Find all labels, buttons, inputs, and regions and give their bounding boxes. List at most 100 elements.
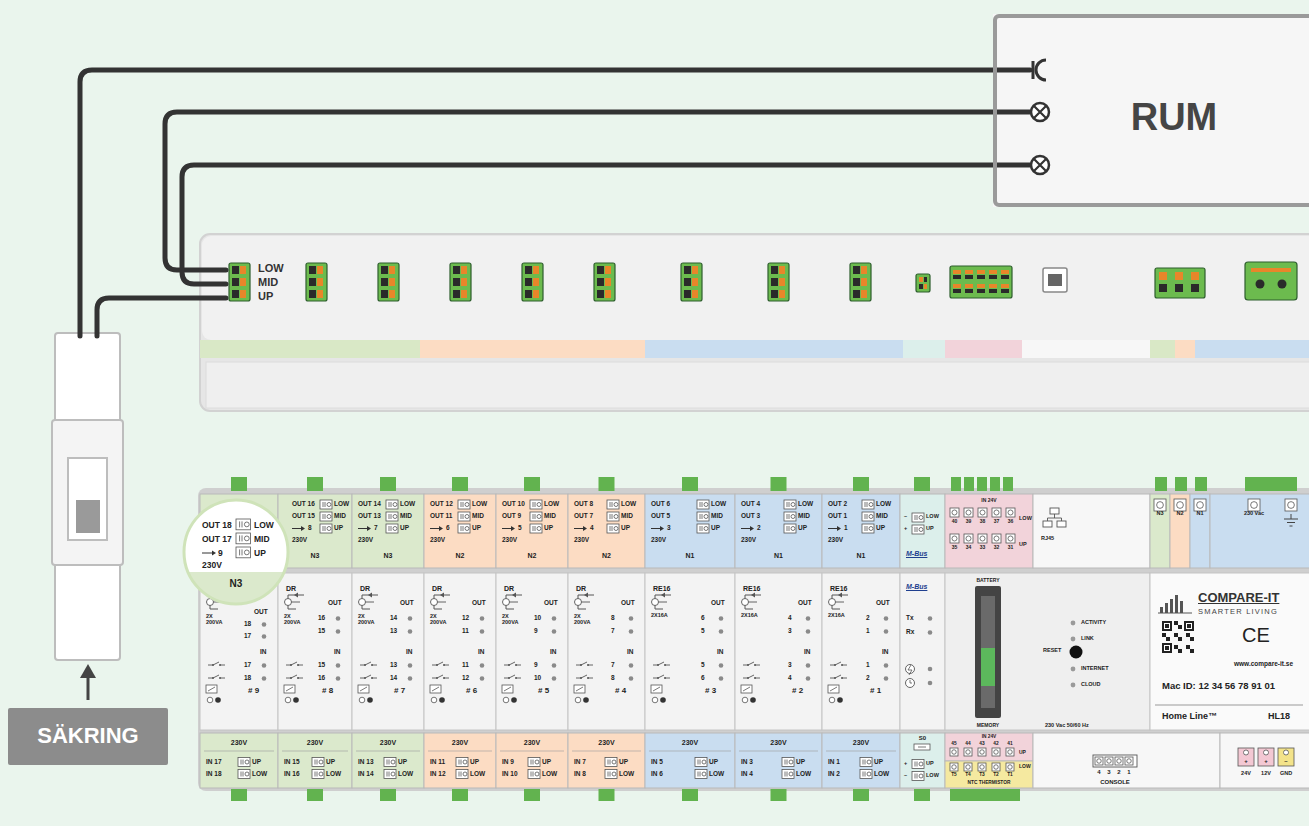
arrow-head <box>212 551 216 556</box>
panel <box>1001 275 1009 279</box>
terminal-hole <box>453 266 460 274</box>
symbol-circle <box>1244 750 1249 755</box>
panel <box>977 284 985 288</box>
top-plug <box>951 477 961 491</box>
symbol-circle <box>754 664 756 666</box>
symbol-line <box>208 687 215 691</box>
cell-label: LOW <box>926 773 939 779</box>
switch-symbol <box>238 770 250 779</box>
cell-label: OUT 12 <box>430 501 453 508</box>
cell-label: IN <box>627 649 634 656</box>
push-terminal <box>916 274 930 292</box>
cell-label: OUT <box>544 600 558 607</box>
reset-button <box>1070 646 1083 659</box>
terminal-cover-top <box>202 236 1309 340</box>
cell-label: CONSOLE <box>1085 779 1145 785</box>
terminal-lever <box>605 278 611 286</box>
input-cell: 230VIN 9UPIN 10LOW <box>496 733 568 788</box>
cell-label: UP <box>926 526 934 532</box>
cell-label: ACTIVITY <box>1081 620 1106 626</box>
led-dot <box>480 676 485 681</box>
symbol-line <box>610 772 611 777</box>
terminal-hole <box>684 290 691 298</box>
cell-label: # 7 <box>394 687 405 695</box>
switch-symbol <box>607 500 619 509</box>
cell-label: CLOUD <box>1081 682 1101 688</box>
symbol-circle <box>1117 759 1121 763</box>
symbol-line <box>325 526 326 531</box>
status-led <box>1071 667 1076 672</box>
symbol-circle <box>1008 536 1013 541</box>
channel-cell: DROUT1092X 200VAIN910# 5 <box>496 573 568 730</box>
terminal-lever <box>389 290 395 298</box>
cell-label: 230V <box>574 537 589 544</box>
terminal-lever <box>533 278 539 286</box>
symbol-circle <box>1097 759 1101 763</box>
terminal-lever <box>317 266 323 274</box>
supply-wire <box>97 298 226 336</box>
cell-label: 230V <box>424 739 496 746</box>
terminal-hole <box>771 278 778 286</box>
cell-label: LOW <box>709 771 724 778</box>
magnified-cell: OUT 18LOWOUT 17MID9UP230VN3 <box>184 500 288 604</box>
terminal-symbol <box>950 748 958 756</box>
cell-label: 37 <box>992 519 1001 524</box>
logo-bar <box>1170 599 1173 613</box>
cell-label: LOW <box>544 501 559 508</box>
cell-label: M-Bus <box>906 550 927 557</box>
input-cell-fill <box>645 733 735 788</box>
top-plug <box>914 477 930 491</box>
symbol-line <box>533 772 534 777</box>
symbol-line <box>323 514 324 519</box>
arrow-head <box>837 526 841 531</box>
symbol-circle <box>966 750 970 754</box>
symbol-line <box>430 528 440 529</box>
symbol-line <box>789 502 790 507</box>
symbol-path <box>576 675 593 678</box>
cell-label: UP <box>400 525 409 532</box>
input-icon <box>284 685 295 693</box>
switch-symbol <box>1032 61 1035 79</box>
cell-label: IN <box>406 649 413 656</box>
symbol-line <box>608 760 609 765</box>
terminal-symbol <box>1125 757 1133 765</box>
symbol-line <box>610 526 611 531</box>
switch-symbol <box>320 524 332 533</box>
cell-label: GND <box>1276 771 1296 777</box>
cell-label: 4 <box>788 615 792 622</box>
cell-label: OUT 14 <box>358 501 381 508</box>
panel <box>1251 268 1291 272</box>
symbol-line <box>574 528 584 529</box>
terminal-lever <box>461 266 467 274</box>
cell-label: DR <box>286 585 296 592</box>
push-terminal <box>594 263 615 301</box>
power-terminal <box>1258 748 1274 766</box>
cell-label: 230V <box>278 739 352 746</box>
led-dot <box>719 676 724 681</box>
cell-label: 230 Vac 50/60 Hz <box>1045 723 1089 729</box>
input-cell-fill <box>352 733 424 788</box>
cell-label: 33 <box>978 545 987 550</box>
symbol-line <box>659 602 668 603</box>
cell-label: T4 <box>963 773 973 778</box>
symbol-circle <box>652 599 659 606</box>
symbol-line <box>243 772 244 777</box>
symbol-circle <box>702 760 706 764</box>
cell-label: LINK <box>1081 636 1094 642</box>
cell-label: UP <box>1019 542 1027 548</box>
switch-symbol <box>697 524 709 533</box>
terminal-lever <box>533 266 539 274</box>
cell-label: IN 12 <box>430 771 446 778</box>
output-cell-fill <box>496 494 568 568</box>
cell-label: UP <box>796 759 805 766</box>
input-icon <box>430 685 441 693</box>
cell-label: 2X16A <box>651 613 668 619</box>
cell-label: LOW <box>711 501 726 508</box>
cell-label: LOW <box>398 771 413 778</box>
panel <box>1159 284 1167 292</box>
room-title: RUM <box>1097 98 1251 136</box>
symbol-line <box>241 760 242 765</box>
cell-label: + <box>1238 758 1254 764</box>
cell-label: 15 <box>318 662 325 669</box>
